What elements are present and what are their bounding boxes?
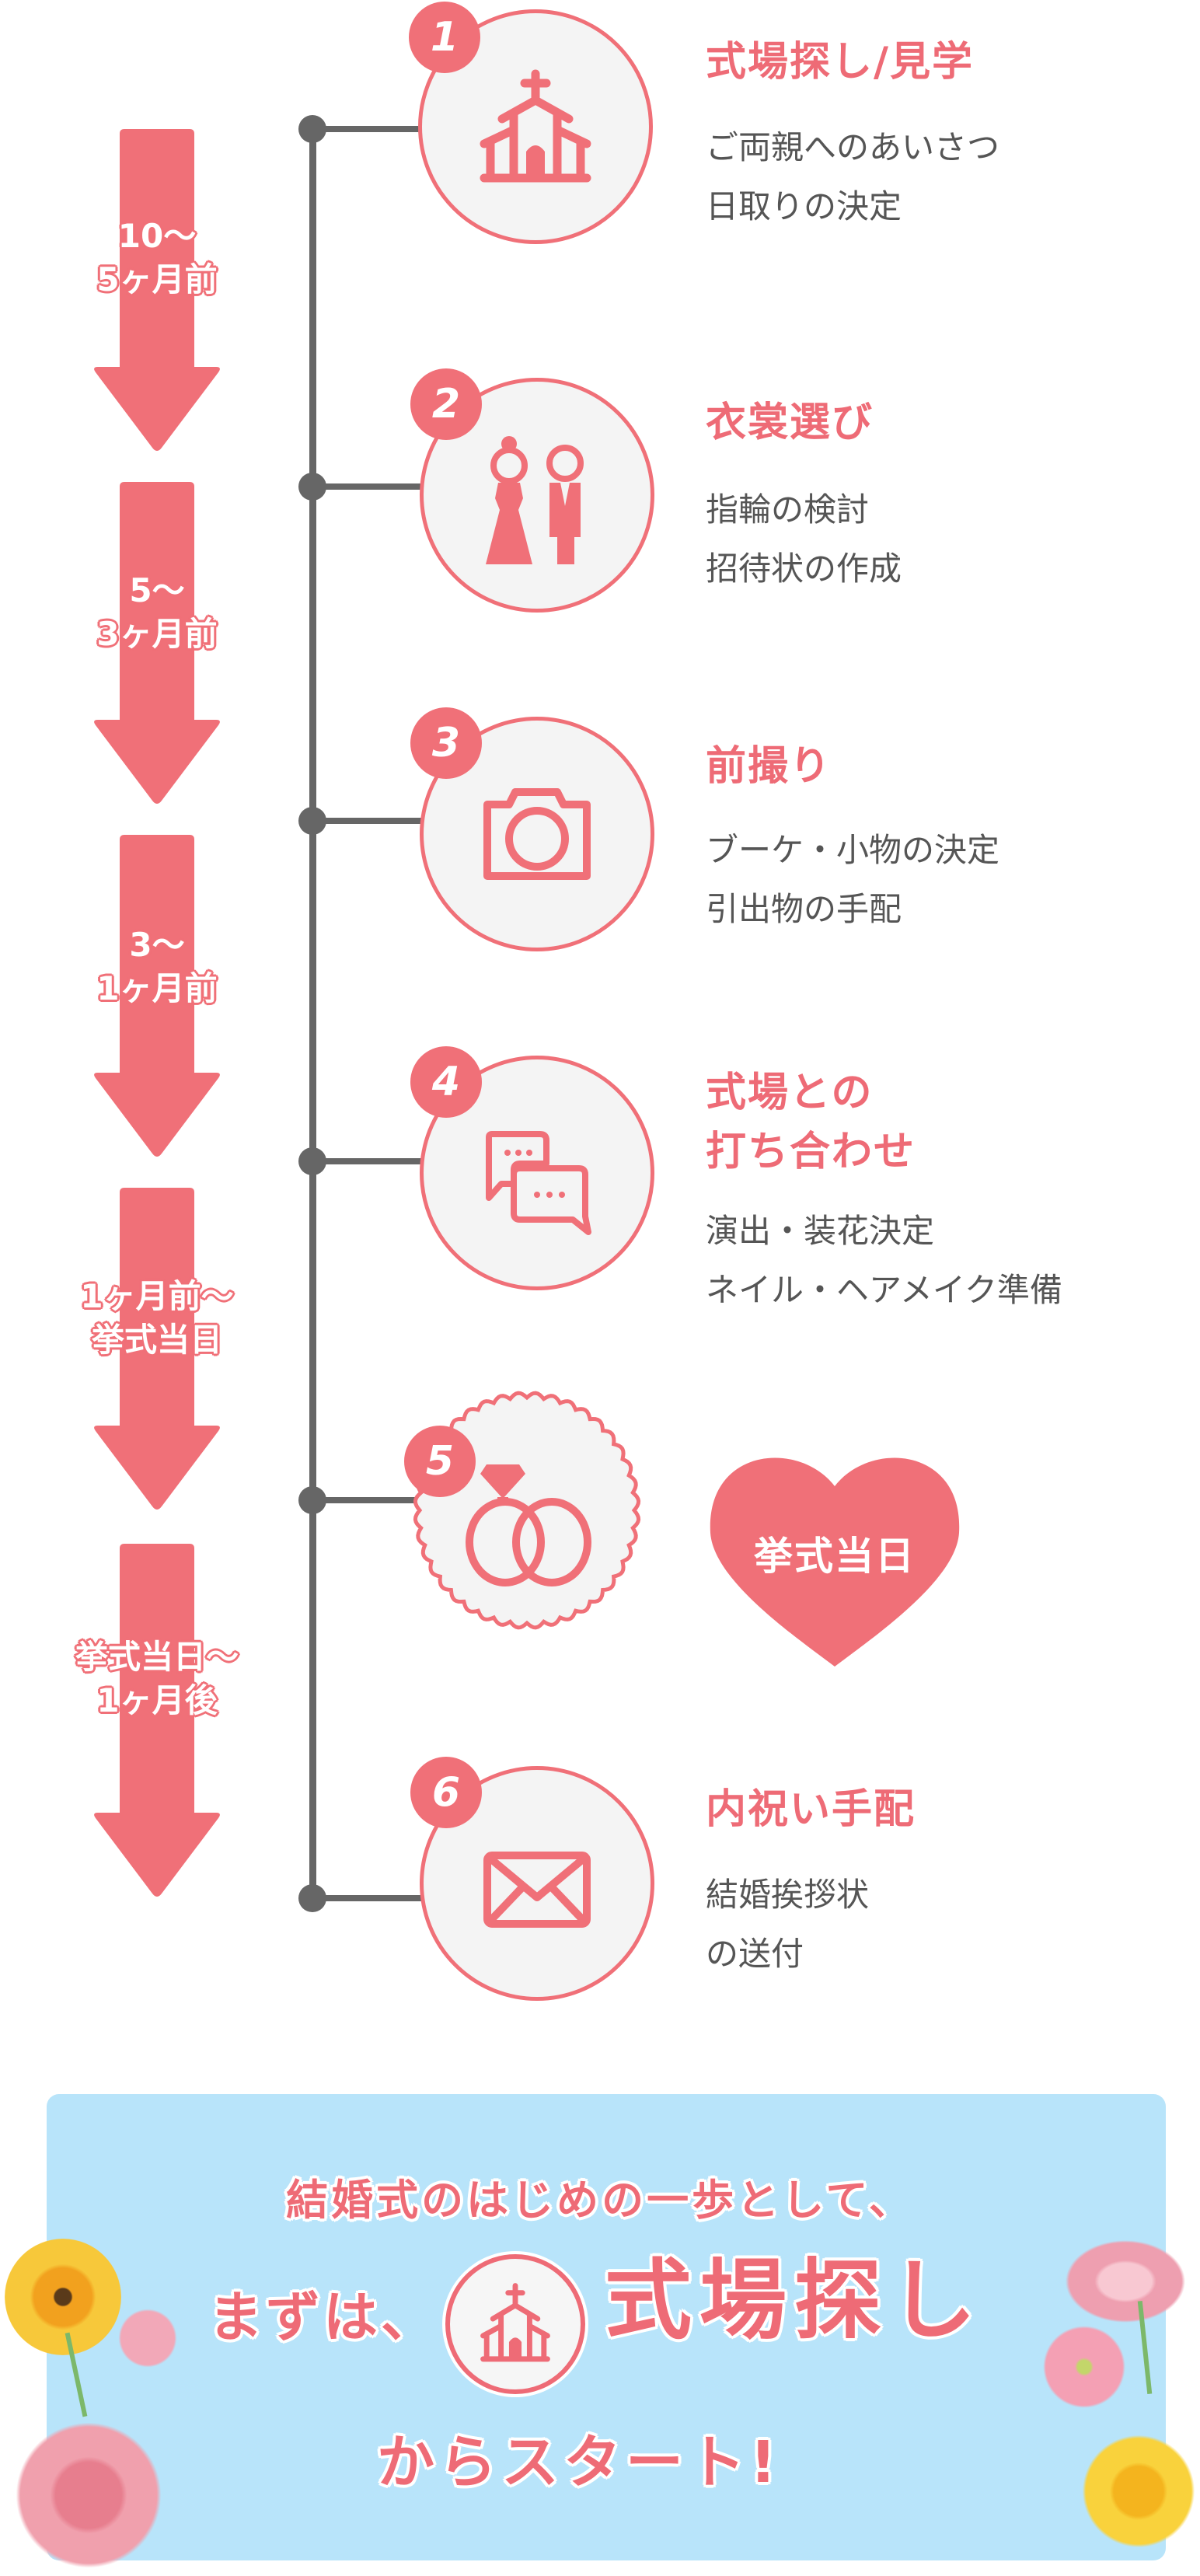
- down-arrow-icon: [94, 129, 220, 451]
- yellow-dahlia-icon: [1080, 2433, 1197, 2550]
- period-arrow: 1ヶ月前〜 挙式当日: [80, 1188, 234, 1511]
- period-arrow: 挙式当日〜 1ヶ月後: [75, 1544, 239, 1898]
- period-label: 挙式当日〜 1ヶ月後: [75, 1638, 239, 1719]
- step-body: 指輪の検討 招待状の作成: [706, 490, 902, 588]
- step-title: 前撮り: [706, 743, 832, 790]
- down-arrow-icon: [94, 482, 220, 804]
- banner-headline-prefix: まずは、: [208, 2285, 438, 2349]
- timeline-branch: [312, 126, 421, 132]
- step-title: 式場との 打ち合わせ: [706, 1070, 916, 1175]
- step-title: 式場探し/見学: [706, 39, 974, 86]
- timeline-spine: [309, 129, 316, 1898]
- cta-banner[interactable]: [47, 2094, 1166, 2560]
- bride-groom-icon: [486, 436, 584, 564]
- timeline-branch: [312, 818, 421, 824]
- pink-flower-icon: [117, 2301, 179, 2375]
- step-body: 結婚挨拶状 の送付: [706, 1876, 870, 1973]
- diamond-icon: [480, 1464, 525, 1499]
- period-label: 5〜 3ヶ月前: [96, 571, 218, 653]
- pink-carnation-icon: [11, 2417, 166, 2573]
- period-label: 3〜 1ヶ月前: [96, 926, 218, 1007]
- step-number-badge: 6: [410, 1757, 482, 1828]
- period-label: 1ヶ月前〜 挙式当日: [80, 1277, 234, 1359]
- chat-bubbles-icon: [486, 1131, 591, 1235]
- period-arrow: 3〜 1ヶ月前: [92, 835, 222, 1158]
- timeline-branch: [312, 1895, 421, 1901]
- down-arrow-icon: [94, 1544, 220, 1897]
- banner-headline-line3: からスタート!: [377, 2429, 781, 2496]
- step-body: ブーケ・小物の決定 引出物の手配: [706, 831, 1000, 928]
- step-body: ご両親へのあいさつ 日取りの決定: [706, 128, 1000, 225]
- period-label: 10〜 5ヶ月前: [96, 217, 218, 298]
- timeline-branch: [312, 1158, 421, 1164]
- step-title: 内祝い手配: [706, 1786, 916, 1833]
- step-title: 衣裳選び: [706, 400, 874, 446]
- step-number-badge: 5: [404, 1426, 476, 1497]
- timeline-branch: [312, 483, 421, 490]
- step-number-badge: 4: [410, 1046, 482, 1118]
- envelope-icon: [483, 1852, 591, 1928]
- camera-icon: [483, 788, 591, 880]
- wedding-day-heart: 挙式当日: [706, 1447, 964, 1667]
- down-arrow-icon: [94, 1188, 220, 1510]
- banner-church-badge: [445, 2254, 585, 2394]
- step-number-badge: 1: [409, 2, 480, 73]
- church-icon: [480, 2283, 550, 2362]
- banner-headline-emphasis[interactable]: 式場探し: [605, 2250, 984, 2351]
- banner-headline-line1: 結婚式のはじめの一歩として、: [286, 2176, 914, 2225]
- down-arrow-icon: [94, 835, 220, 1157]
- period-arrow: 5〜 3ヶ月前: [92, 482, 222, 805]
- step-body: 演出・装花決定 ネイル・ヘアメイク準備: [706, 1212, 1063, 1309]
- step-number-badge: 2: [410, 368, 482, 440]
- period-arrow: 10〜 5ヶ月前: [92, 129, 222, 452]
- timeline-branch: [312, 1497, 429, 1503]
- step-number-badge: 3: [410, 707, 482, 779]
- church-icon: [480, 69, 591, 183]
- pink-ranunculus-icon: [1063, 2239, 1188, 2324]
- heart-icon: [710, 1457, 960, 1667]
- pink-gerbera-icon: [1034, 2324, 1135, 2410]
- heart-label: 挙式当日: [754, 1534, 916, 1579]
- yellow-flower-icon: [5, 2239, 121, 2355]
